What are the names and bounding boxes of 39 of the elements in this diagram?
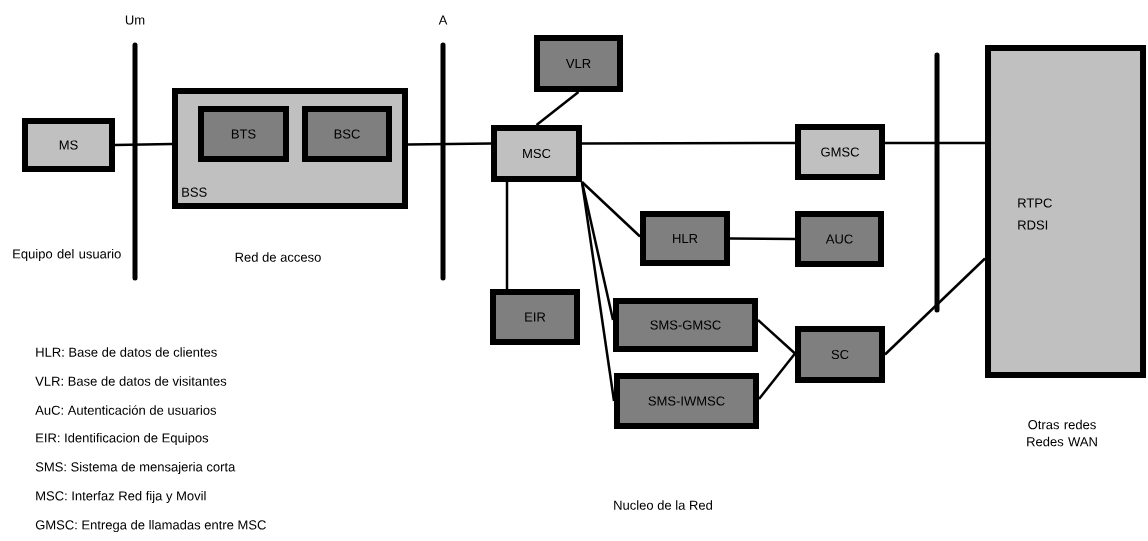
component-box: GMSC bbox=[795, 124, 885, 180]
legend-text: AuC: Autenticación de usuarios bbox=[35, 405, 217, 415]
component-box: AUC bbox=[795, 211, 884, 267]
connector-line bbox=[582, 141, 795, 145]
connector-line bbox=[757, 319, 796, 355]
zone-label: Red de acceso bbox=[235, 252, 321, 262]
interface-label: Um bbox=[125, 15, 145, 25]
connector-line bbox=[580, 181, 616, 402]
component-box: BSC bbox=[302, 106, 392, 162]
component-box: SMS-GMSC bbox=[613, 298, 758, 352]
connector-line bbox=[408, 142, 492, 146]
legend-text: GMSC: Entrega de llamadas entre MSC bbox=[35, 519, 266, 533]
network-box: RTPC RDSI bbox=[985, 45, 1146, 378]
legend-text: MSC: Interfaz Red fija y Movil bbox=[36, 490, 206, 504]
connector-line bbox=[885, 141, 985, 145]
component-box: VLR bbox=[534, 35, 623, 92]
connector-line bbox=[581, 181, 641, 238]
legend-text: SMS: Sistema de mensajeria corta bbox=[35, 461, 236, 475]
connector-line bbox=[580, 181, 615, 321]
component-box: BTS bbox=[198, 106, 289, 162]
zone-label: Nucleo de la Red bbox=[614, 500, 712, 510]
connector-line bbox=[505, 182, 509, 289]
component-box: MSC bbox=[491, 125, 582, 182]
connector-line bbox=[758, 352, 796, 400]
interface-label: A bbox=[438, 15, 448, 25]
component-box: SMS-IWMSC bbox=[614, 373, 759, 429]
legend-text: VLR: Base de datos de visitantes bbox=[35, 376, 227, 386]
component-box: SC bbox=[795, 326, 885, 383]
component-box: EIR bbox=[490, 289, 580, 345]
connector-line bbox=[884, 257, 986, 356]
component-box: HLR bbox=[640, 211, 730, 266]
connector-line bbox=[114, 142, 173, 147]
zone-label: Otras redes Redes WAN bbox=[1027, 419, 1097, 447]
legend-text: EIR: Identificacion de Equipos bbox=[36, 432, 209, 446]
connector-line bbox=[730, 237, 795, 241]
component-box: MS bbox=[22, 118, 115, 172]
zone-label: Equipo del usuario bbox=[13, 248, 121, 262]
connector-line bbox=[535, 91, 580, 126]
legend-text: HLR: Base de datos de clientes bbox=[36, 347, 217, 357]
